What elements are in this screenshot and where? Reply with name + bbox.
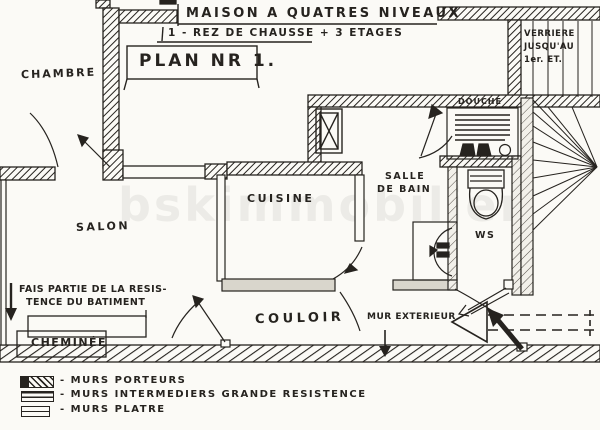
room-label-salle-de-bain-1: SALLE xyxy=(385,171,426,182)
door-chambre xyxy=(29,112,111,168)
legend-swatch-murs-porteurs xyxy=(20,376,54,388)
chimney-box xyxy=(16,310,147,358)
resistance-arrow xyxy=(5,283,17,321)
door-wc xyxy=(457,279,514,317)
verriere-label-2: JUSQU'AU xyxy=(524,42,575,52)
toilet-fixture xyxy=(467,169,505,220)
room-label-salle-de-bain-2: DE BAIN xyxy=(377,184,432,195)
room-label-cuisine: CUISINE xyxy=(247,192,315,205)
resistance-note-2: TENCE DU BATIMENT xyxy=(26,297,146,308)
room-label-salon: SALON xyxy=(75,219,131,234)
mur-exterieur-arrow xyxy=(379,330,391,357)
entrance-direction-arrow xyxy=(450,300,600,344)
mur-exterieur-label: MUR EXTERIEUR xyxy=(367,312,456,322)
title-line1: MAISON A QUATRES NIVEAUX xyxy=(186,6,462,21)
room-label-douche: DOUCHE xyxy=(458,97,502,106)
legend-label-murs-platre: - MURS PLATRE xyxy=(60,404,166,415)
sink-fixture xyxy=(412,221,458,281)
legend-swatch-murs-intermediers xyxy=(21,391,54,402)
resistance-note-1: FAIS PARTIE DE LA RESIS- xyxy=(19,284,167,295)
door-cuisine xyxy=(332,246,363,332)
room-label-chambre: CHAMBRE xyxy=(20,65,97,82)
entrance-door xyxy=(454,288,528,352)
cheminee-label: CHEMINÉE xyxy=(31,336,108,349)
door-couloir xyxy=(171,295,231,348)
verriere-label-3: 1er. ET. xyxy=(524,55,563,65)
door-salle-de-bain xyxy=(418,103,453,159)
legend-label-murs-intermediers: - MURS INTERMEDIERS GRANDE RESISTENCE xyxy=(60,389,367,400)
glazing-lines xyxy=(532,21,593,97)
title-line2: 1 - REZ DE CHAUSSE + 3 ETAGES xyxy=(168,27,404,39)
legend-label-murs-porteurs: - MURS PORTEURS xyxy=(60,375,187,386)
plan-number-label: PLAN NR 1. xyxy=(139,51,278,71)
legend-swatch-murs-platre xyxy=(21,406,50,417)
verriere-label-1: VERRIERE xyxy=(524,29,575,39)
shaft-x-box xyxy=(315,108,343,154)
title-block-lines xyxy=(123,4,437,91)
staircase xyxy=(532,99,598,231)
room-label-couloir: COULOIR xyxy=(254,309,345,328)
shower-fixture xyxy=(446,107,519,160)
room-label-wc: WS xyxy=(475,230,496,241)
